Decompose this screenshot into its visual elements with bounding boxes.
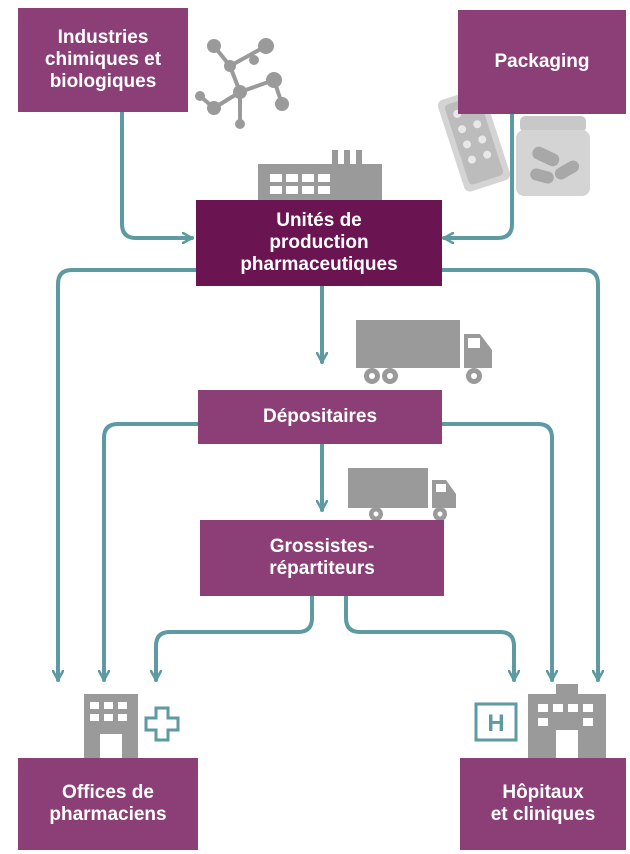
node-offices: Offices de pharmaciens <box>18 758 198 850</box>
truck-icon <box>356 320 492 384</box>
arrow-industries-to-production <box>120 110 194 238</box>
node-production: Unités de production pharmaceutiques <box>196 200 442 286</box>
hospital-icon: H <box>474 684 606 758</box>
arrow-grossistes-to-hopitaux <box>344 594 514 682</box>
arrow-depositaires-to-offices <box>104 422 200 682</box>
svg-text:H: H <box>487 710 504 737</box>
pharmacy-icon <box>84 694 180 758</box>
factory-icon <box>258 150 382 200</box>
edges <box>58 110 598 682</box>
pill-pack-icon <box>437 88 590 196</box>
arrow-production-to-offices <box>58 268 198 682</box>
arrow-production-to-hopitaux <box>440 268 598 682</box>
node-grossistes: Grossistes- répartiteurs <box>200 520 444 596</box>
molecule-icon <box>195 38 289 129</box>
node-packaging: Packaging <box>458 10 626 114</box>
arrow-grossistes-to-offices <box>156 594 314 682</box>
node-hopitaux: Hôpitaux et cliniques <box>460 758 626 850</box>
truck-icon <box>348 468 456 521</box>
node-depositaires: Dépositaires <box>198 390 442 444</box>
node-industries: Industries chimiques et biologiques <box>18 8 188 112</box>
arrow-depositaires-to-hopitaux <box>440 422 552 682</box>
arrow-packaging-to-production <box>442 112 514 238</box>
